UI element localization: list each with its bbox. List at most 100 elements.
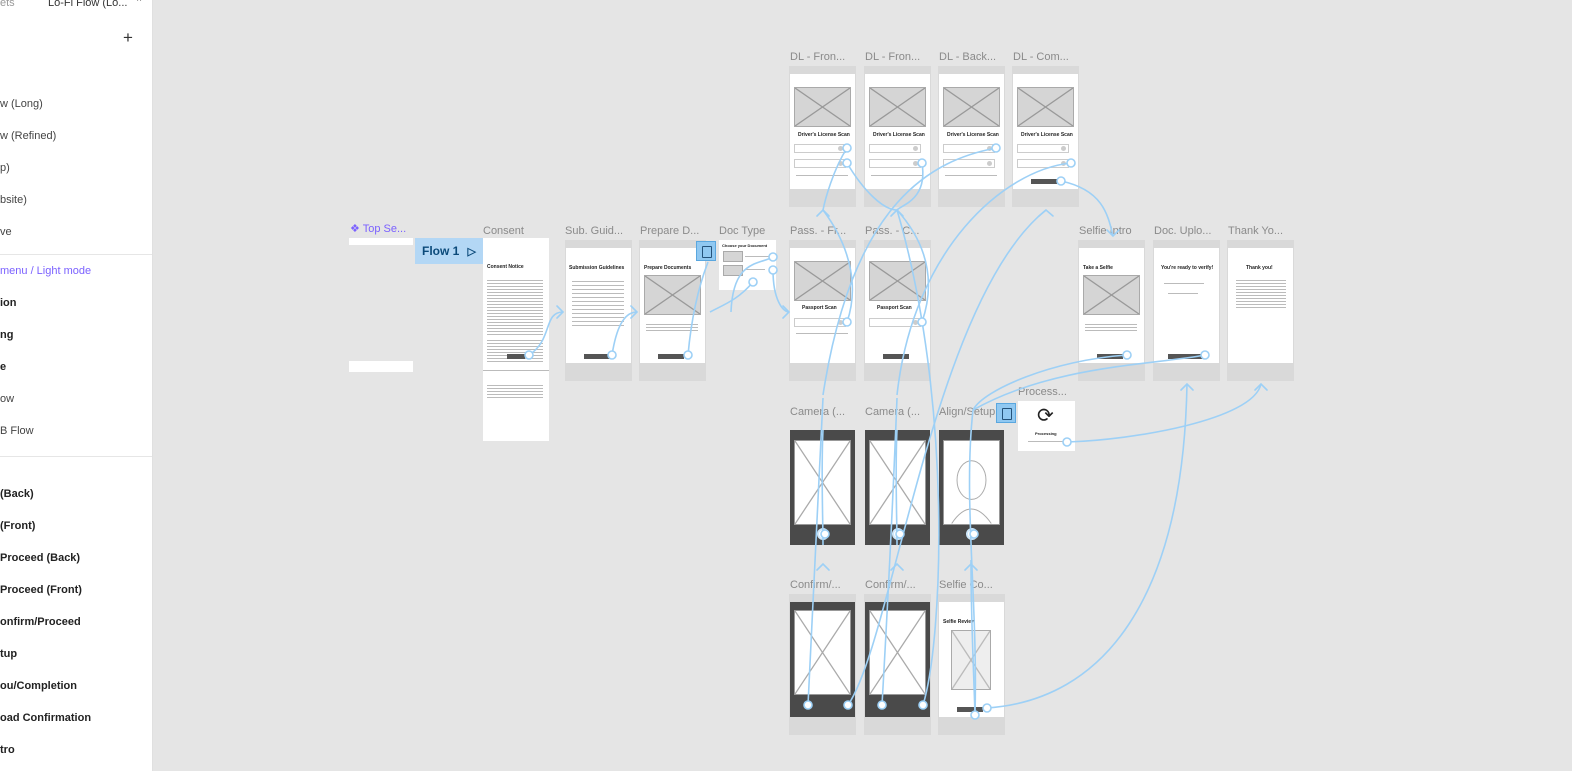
frame-label-selfie-intro[interactable]: Selfie Intro (1079, 225, 1132, 237)
image-placeholder (943, 87, 1000, 127)
page-item[interactable]: ve (0, 226, 12, 238)
page-item[interactable]: e (0, 361, 7, 373)
screen-title: Thank you! (1246, 265, 1273, 271)
nav-component[interactable] (349, 361, 413, 372)
body-text (487, 278, 543, 336)
page-item[interactable]: (Back) (0, 488, 34, 500)
next-button (883, 354, 909, 359)
screen-title: Consent Notice (487, 264, 524, 270)
dl-front-frame[interactable]: Driver's License Scan (865, 74, 930, 189)
refresh-icon: ⟳ (1037, 405, 1054, 427)
doc-type-frame[interactable]: Choose your Document (719, 240, 776, 290)
frame-label-processing[interactable]: Process... (1018, 386, 1067, 398)
page-item[interactable]: Proceed (Back) (0, 552, 81, 564)
frame-label-dl-complete[interactable]: DL - Com... (1013, 51, 1069, 63)
page-item[interactable]: onfirm/Proceed (0, 616, 81, 628)
upload-field (869, 144, 921, 153)
page-item[interactable]: ou/Completion (0, 680, 77, 692)
body-text (646, 322, 698, 332)
image-placeholder (1083, 275, 1140, 315)
selfie-intro-frame[interactable]: Take a Selfie (1079, 248, 1144, 363)
tab-assets[interactable]: ets (0, 0, 15, 9)
submission-guidelines-frame[interactable]: Submission Guidelines (566, 248, 631, 363)
page-item[interactable]: tup (0, 648, 18, 660)
image-placeholder (794, 87, 851, 127)
frame-label-thank-you[interactable]: Thank Yo... (1228, 225, 1284, 237)
page-item[interactable]: bsite) (0, 194, 27, 206)
page-item-selected[interactable]: ion (0, 297, 17, 309)
face-guide (943, 440, 1000, 525)
upload-field (943, 159, 995, 168)
page-item[interactable]: w (Refined) (0, 130, 57, 142)
upload-field (1017, 144, 1069, 153)
page-item[interactable]: tro (0, 744, 15, 756)
pages-sidebar: ets Lo-Fi Flow (Lo... ^ + w (Long) w (Re… (0, 0, 153, 771)
confirm-frame[interactable] (790, 602, 855, 717)
doc-upload-frame[interactable]: You're ready to verify! (1154, 248, 1219, 363)
prepare-documents-frame[interactable]: Prepare Documents (640, 248, 705, 363)
frame-label-dl-front-1[interactable]: DL - Fron... (790, 51, 846, 63)
image-placeholder (951, 630, 991, 690)
frame-label-pass-front[interactable]: Pass. - Fr... (790, 225, 847, 237)
body-text (1236, 278, 1286, 308)
frame-label-camera-1[interactable]: Camera (... (790, 406, 846, 418)
dl-front-frame[interactable]: Driver's License Scan (790, 74, 855, 189)
page-item[interactable]: w (Long) (0, 98, 43, 110)
tab-lofi-flow[interactable]: Lo-Fi Flow (Lo... (48, 0, 128, 9)
processing-frame[interactable]: ⟳ Processing (1018, 401, 1075, 451)
page-item[interactable]: B Flow (0, 425, 34, 437)
passport-front-frame[interactable]: Passport Scan (790, 248, 855, 363)
page-item[interactable]: Proceed (Front) (0, 584, 82, 596)
frame-label-dl-back[interactable]: DL - Back... (939, 51, 997, 63)
instance-icon[interactable] (696, 241, 716, 261)
frame-label-selfie-confirm[interactable]: Selfie Co... (939, 579, 993, 591)
prototype-connections (524, 143, 1268, 720)
page-item[interactable]: (Front) (0, 520, 36, 532)
page-item[interactable]: menu / Light mode (0, 265, 92, 277)
frame-label-consent[interactable]: Consent (483, 225, 524, 237)
frame-label-align-setup[interactable]: Align/Setup (939, 406, 996, 418)
flow-starting-point[interactable]: Flow 1 ▷ (415, 238, 483, 264)
instance-icon[interactable] (996, 403, 1016, 423)
consent-frame[interactable]: Consent Notice (483, 238, 549, 441)
body-text (796, 175, 848, 176)
add-page-button[interactable]: + (123, 28, 133, 47)
design-canvas[interactable]: ❖ Top Se... Flow 1 ▷ DL - Fron... Driver… (153, 0, 1572, 771)
page-item[interactable]: oad Confirmation (0, 712, 92, 724)
component-set-label[interactable]: ❖ Top Se... (350, 223, 407, 235)
body-text (871, 175, 923, 176)
align-setup-frame[interactable] (939, 430, 1004, 545)
thank-you-frame[interactable]: Thank you! (1228, 248, 1293, 363)
body-text (796, 333, 848, 334)
body-text (745, 269, 765, 270)
screen-title: Take a Selfie (1083, 265, 1113, 271)
page-item[interactable]: ng (0, 329, 14, 341)
screen-title: Choose your Document (722, 243, 768, 248)
screen-title: Processing (1035, 431, 1057, 436)
image-placeholder (644, 275, 701, 315)
dl-complete-frame[interactable]: Driver's License Scan (1013, 74, 1078, 189)
play-icon[interactable]: ▷ (467, 246, 476, 258)
frame-label-prepare-docs[interactable]: Prepare D... (640, 225, 700, 237)
confirm-frame[interactable] (865, 602, 930, 717)
image-placeholder (723, 265, 743, 276)
top-section-component[interactable] (349, 238, 413, 245)
body-text (945, 175, 997, 176)
next-button (1168, 354, 1204, 359)
page-item[interactable]: ow (0, 393, 15, 405)
screen-title: Driver's License Scan (873, 132, 925, 138)
body-text (1085, 322, 1137, 332)
frame-label-doc-type[interactable]: Doc Type (719, 225, 766, 237)
page-item[interactable]: p) (0, 162, 10, 174)
frame-label-confirm-1[interactable]: Confirm/... (790, 579, 841, 591)
body-text (1028, 441, 1064, 442)
flow-name: Flow 1 (422, 244, 460, 258)
chevron-up-icon[interactable]: ^ (137, 0, 142, 6)
next-button (658, 354, 684, 359)
frame-label-dl-front-2[interactable]: DL - Fron... (865, 51, 921, 63)
frame-label-sub-guidelines[interactable]: Sub. Guid... (565, 225, 624, 237)
frame-label-doc-upload[interactable]: Doc. Uplo... (1154, 225, 1212, 237)
dl-back-frame[interactable]: Driver's License Scan (939, 74, 1004, 189)
image-placeholder (1017, 87, 1074, 127)
frame-label-camera-2[interactable]: Camera (... (865, 406, 921, 418)
